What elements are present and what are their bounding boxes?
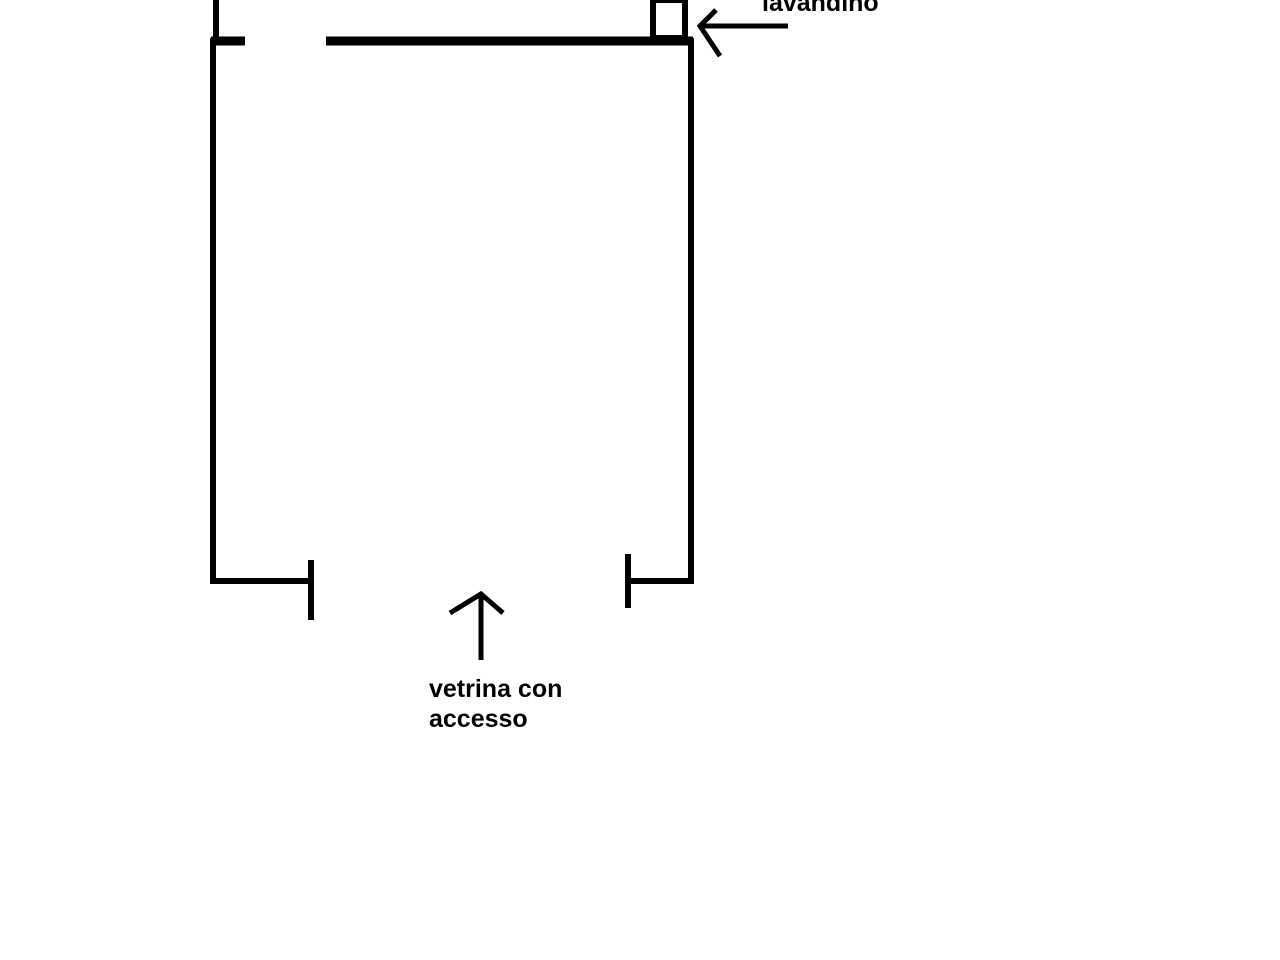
arrow-left-icon: [696, 8, 788, 58]
wall-bottom-left: [210, 578, 311, 584]
arrow-up-icon: [448, 590, 505, 660]
storefront-label: vetrina con accesso: [429, 674, 562, 734]
wall-bottom-right: [628, 578, 694, 584]
sink-square-icon: [650, 0, 688, 41]
storefront-label-line-2: accesso: [429, 705, 528, 733]
storefront-label-line-1: vetrina con: [429, 675, 563, 703]
sink-label: lavandino: [762, 0, 879, 17]
